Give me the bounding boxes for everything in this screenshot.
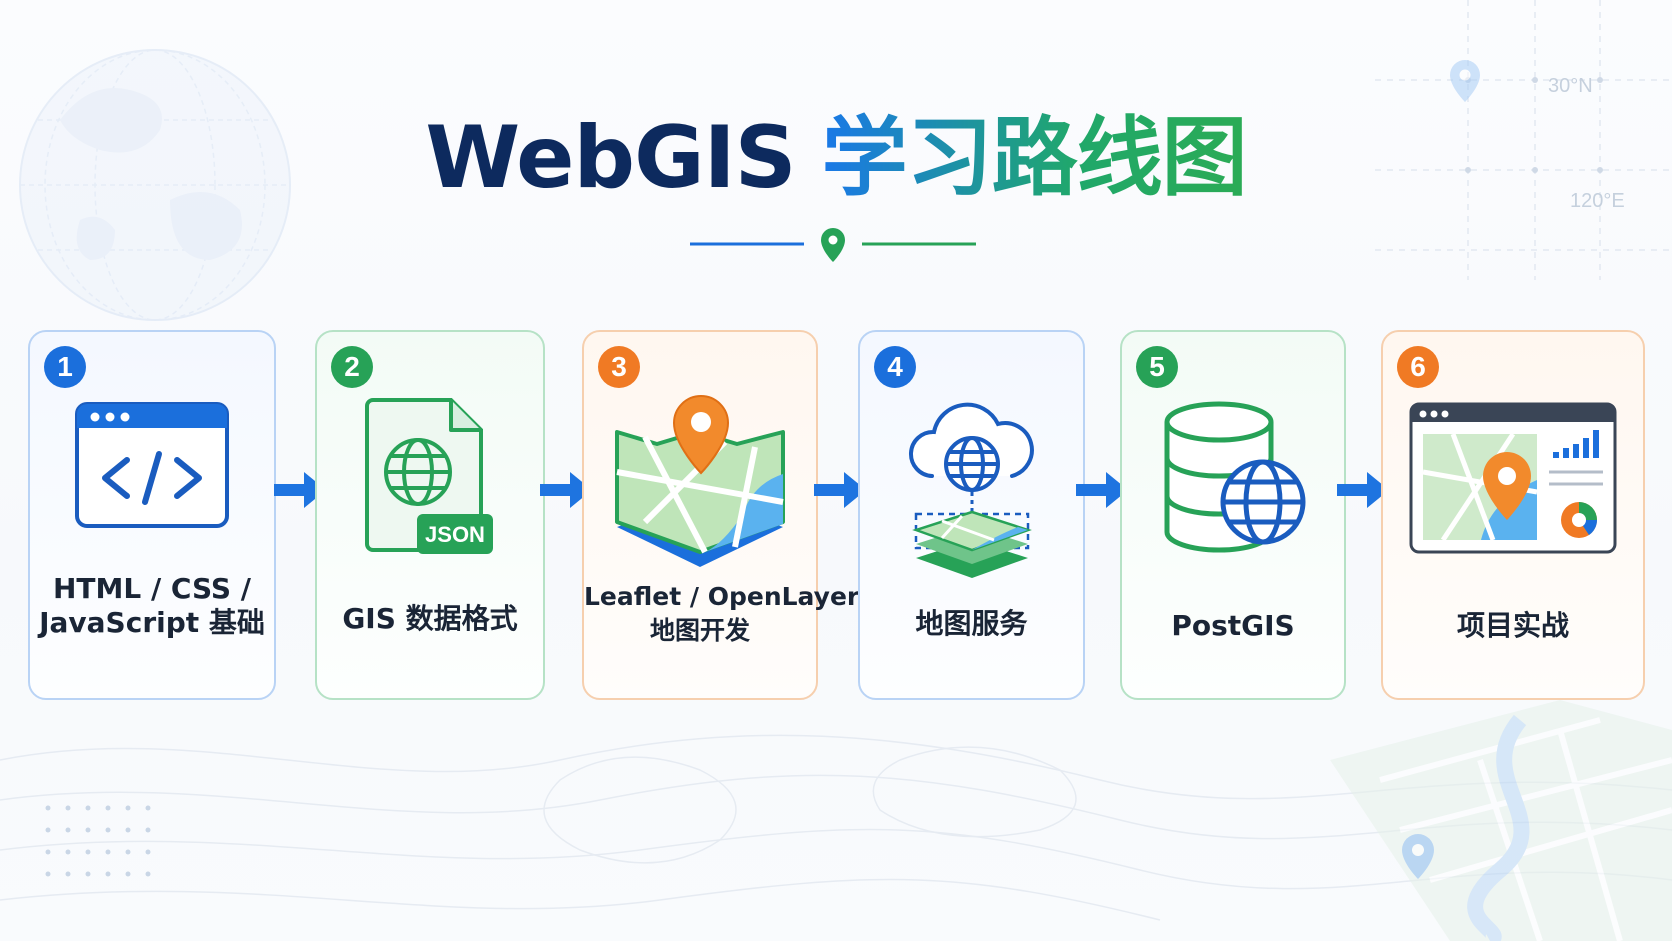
step-number-badge: 5: [1136, 346, 1178, 388]
step-number-badge: 2: [331, 346, 373, 388]
step-label-line: GIS 数据格式: [342, 602, 518, 635]
step-label: 地图服务: [860, 607, 1083, 641]
pie-chart-icon: [1561, 502, 1597, 538]
step-label-line: Leaflet / OpenLayers: [584, 582, 875, 611]
map-decoration: [1330, 700, 1672, 941]
step-label: HTML / CSS / JavaScript 基础: [30, 572, 274, 640]
arrow-right-icon: [1335, 470, 1391, 510]
arrow-right-icon: [538, 470, 594, 510]
step-label-line: 地图服务: [915, 607, 1028, 640]
database-globe-icon: [1122, 392, 1344, 562]
step-card-6: 6: [1381, 330, 1645, 700]
step-label: Leaflet / OpenLayers 地图开发: [584, 580, 875, 648]
step-label-line: PostGIS: [1171, 609, 1295, 642]
map-pin-icon: [1450, 60, 1480, 102]
step-number-badge: 3: [598, 346, 640, 388]
step-label-line: 项目实战: [1456, 609, 1569, 642]
step-label-line: JavaScript 基础: [39, 606, 265, 639]
dot-grid-decoration: [45, 805, 151, 877]
arrow-right-icon: [1074, 470, 1130, 510]
globe-icon: [943, 436, 1000, 492]
longitude-label: 120°E: [1570, 190, 1625, 212]
latitude-label: 30°N: [1548, 75, 1593, 97]
step-label: PostGIS: [1122, 609, 1344, 643]
step-number-badge: 6: [1397, 346, 1439, 388]
step-card-4: 4 地图服务: [858, 330, 1085, 700]
title-divider: [690, 228, 976, 262]
title-prefix: WebGIS: [425, 108, 796, 208]
map-layer-icon: [584, 392, 816, 567]
json-badge-label: JSON: [425, 522, 485, 547]
step-number-badge: 1: [44, 346, 86, 388]
step-label: 项目实战: [1383, 609, 1643, 643]
step-number-badge: 4: [874, 346, 916, 388]
map-pin-icon: [672, 394, 730, 475]
coordinate-grid-decoration: [1375, 0, 1672, 280]
bar-chart-icon: [1553, 430, 1599, 458]
map-pin-icon: [1402, 834, 1434, 879]
dashboard-window-icon: [1383, 392, 1643, 562]
globe-decoration: [19, 49, 291, 321]
step-label-line: HTML / CSS /: [52, 572, 252, 605]
step-card-2: 2 JSON GIS 数据格式: [315, 330, 545, 700]
cloud-map-service-icon: [860, 392, 1083, 578]
map-pin-icon: [821, 228, 845, 262]
globe-icon: [1220, 459, 1306, 545]
map-pin-icon: [1483, 452, 1531, 520]
step-label-line: 地图开发: [649, 616, 750, 645]
step-card-5: 5 PostGIS: [1120, 330, 1346, 700]
title-suffix: 学习路线图: [821, 108, 1248, 208]
globe-icon: [384, 438, 452, 506]
step-label: GIS 数据格式: [317, 602, 543, 636]
json-file-icon: JSON: [317, 392, 543, 562]
code-window-icon: [30, 392, 274, 562]
step-card-1: 1 HTML / CSS / JavaScript 基础: [28, 330, 276, 700]
arrow-right-icon: [272, 470, 328, 510]
arrow-right-icon: [812, 470, 868, 510]
step-card-3: 3 Leaflet / OpenLayers 地图开发: [582, 330, 875, 700]
